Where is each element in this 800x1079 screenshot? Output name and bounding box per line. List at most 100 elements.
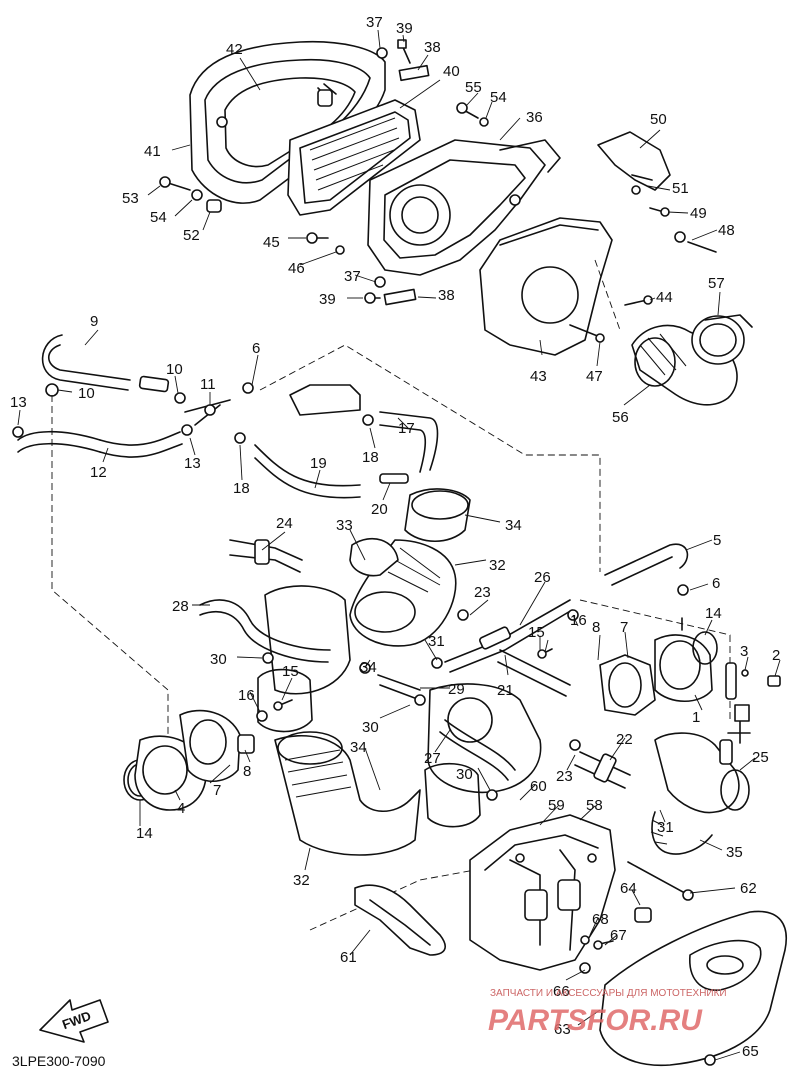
part-number-64: 64 <box>620 880 637 897</box>
part-number-8: 8 <box>592 619 600 636</box>
carburetor-joints <box>274 488 471 856</box>
watermark-caption: ЗАПЧАСТИ И АКСЕССУАРЫ ДЛЯ МОТОТЕХНИКИ <box>490 988 727 999</box>
part-number-43: 43 <box>530 368 547 385</box>
part-number-32: 32 <box>489 557 506 574</box>
part-number-54: 54 <box>150 209 167 226</box>
part-number-25: 25 <box>752 749 769 766</box>
part-number-65: 65 <box>742 1043 759 1060</box>
part-number-11: 11 <box>200 376 216 393</box>
part-number-37: 37 <box>366 14 383 31</box>
part-number-60: 60 <box>530 778 547 795</box>
part-number-35: 35 <box>726 844 743 861</box>
forward-direction-arrow <box>39 999 109 1043</box>
part-number-10: 10 <box>78 385 95 402</box>
part-number-24: 24 <box>276 515 293 532</box>
bracket-stay <box>354 884 446 956</box>
part-number-29: 29 <box>448 681 465 698</box>
part-number-15: 15 <box>282 663 299 680</box>
intake-duct-cover <box>597 131 671 191</box>
part-number-68: 68 <box>592 911 609 928</box>
carburetor-rear-parts <box>257 585 542 828</box>
part-number-47: 47 <box>586 368 603 385</box>
part-number-10: 10 <box>166 361 183 378</box>
intake-duct-hose <box>631 314 753 406</box>
part-number-26: 26 <box>534 569 551 586</box>
part-number-41: 41 <box>144 143 161 160</box>
part-number-6: 6 <box>712 575 720 592</box>
part-number-63: 63 <box>554 1021 571 1038</box>
part-number-38: 38 <box>438 287 455 304</box>
part-number-23: 23 <box>474 584 491 601</box>
part-number-6: 6 <box>252 340 260 357</box>
part-number-30: 30 <box>456 766 473 783</box>
part-number-17: 17 <box>398 420 415 437</box>
air-filter-element <box>287 99 421 216</box>
part-number-67: 67 <box>610 927 627 944</box>
part-number-9: 9 <box>90 313 98 330</box>
part-number-14: 14 <box>136 825 153 842</box>
air-filter-cover <box>189 40 386 204</box>
part-number-49: 49 <box>690 205 707 222</box>
part-number-16: 16 <box>238 687 255 704</box>
part-number-22: 22 <box>616 731 633 748</box>
side-cover <box>579 861 787 1067</box>
part-number-5: 5 <box>713 532 721 549</box>
part-number-34: 34 <box>350 739 367 756</box>
part-number-19: 19 <box>310 455 327 472</box>
part-number-3: 3 <box>740 643 748 660</box>
part-number-13: 13 <box>184 455 201 472</box>
part-number-42: 42 <box>226 41 243 58</box>
part-number-57: 57 <box>708 275 725 292</box>
part-number-33: 33 <box>336 517 353 534</box>
part-number-46: 46 <box>288 260 305 277</box>
part-number-53: 53 <box>122 190 139 207</box>
part-number-8: 8 <box>243 763 251 780</box>
part-number-56: 56 <box>612 409 629 426</box>
part-number-54: 54 <box>490 89 507 106</box>
part-number-50: 50 <box>650 111 667 128</box>
air-filter-case <box>367 139 561 276</box>
breather-hoses <box>12 334 689 596</box>
part-number-55: 55 <box>465 79 482 96</box>
part-number-40: 40 <box>443 63 460 80</box>
part-number-14: 14 <box>705 605 722 622</box>
fasteners-top <box>159 39 717 343</box>
air-filter-joint-cover <box>479 217 613 356</box>
part-number-31: 31 <box>657 819 674 836</box>
part-number-34: 34 <box>505 517 522 534</box>
intake-manifold-right <box>599 617 781 855</box>
part-number-16: 16 <box>570 612 587 629</box>
part-number-20: 20 <box>371 501 388 518</box>
part-number-32: 32 <box>293 872 310 889</box>
part-number-44: 44 <box>656 289 673 306</box>
left-joint-assembly <box>123 709 255 811</box>
part-number-36: 36 <box>526 109 543 126</box>
part-number-21: 21 <box>497 682 514 699</box>
part-number-51: 51 <box>672 180 689 197</box>
part-number-15: 15 <box>528 624 545 641</box>
part-number-58: 58 <box>586 797 603 814</box>
part-number-30: 30 <box>362 719 379 736</box>
part-number-13: 13 <box>10 394 27 411</box>
part-number-23: 23 <box>556 768 573 785</box>
part-number-38: 38 <box>424 39 441 56</box>
watermark-brand: PARTSFOR.RU <box>488 1004 703 1037</box>
part-number-4: 4 <box>177 800 185 817</box>
part-number-52: 52 <box>183 227 200 244</box>
part-number-28: 28 <box>172 598 189 615</box>
part-number-1: 1 <box>692 709 700 726</box>
intake-manifold-bracket <box>469 814 616 971</box>
part-number-18: 18 <box>233 480 250 497</box>
part-number-7: 7 <box>213 782 221 799</box>
part-number-2: 2 <box>772 647 780 664</box>
vent-hoses-mid <box>199 539 631 801</box>
part-number-61: 61 <box>340 949 357 966</box>
part-number-39: 39 <box>396 20 413 37</box>
part-number-66: 66 <box>553 983 570 1000</box>
part-number-27: 27 <box>424 750 441 767</box>
part-number-7: 7 <box>620 619 628 636</box>
part-number-59: 59 <box>548 797 565 814</box>
part-number-31: 31 <box>428 633 445 650</box>
